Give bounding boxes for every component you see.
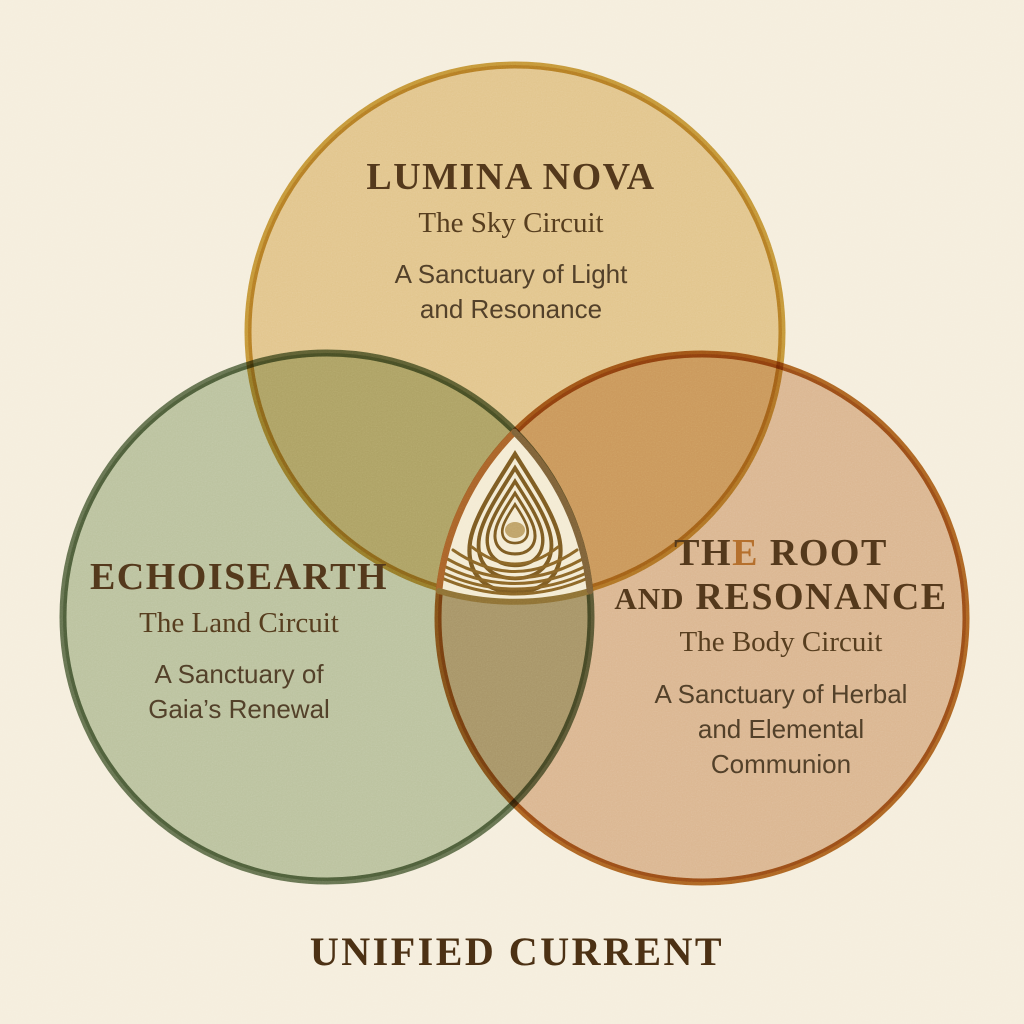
sky-circle-text: LUMINA NOVA The Sky Circuit A Sanctuary … xyxy=(231,156,791,327)
body-title-pre: TH xyxy=(674,532,733,574)
land-title: ECHOISEARTH xyxy=(89,556,389,598)
sky-description: A Sanctuary of Light and Resonance xyxy=(394,258,628,325)
body-title-and: AND xyxy=(614,580,685,616)
footer-title: UNIFIED CURRENT xyxy=(309,929,725,974)
body-subtitle: The Body Circuit xyxy=(679,626,883,659)
body-title-accent-letter: E xyxy=(732,532,759,574)
body-title-resonance: RESONANCE xyxy=(695,575,948,618)
body-title-post: ROOT xyxy=(758,532,888,574)
sky-title: LUMINA NOVA xyxy=(366,156,656,198)
land-subtitle: The Land Circuit xyxy=(139,606,339,639)
body-description: A Sanctuary of Herbal and Elemental Comm… xyxy=(654,678,908,779)
sky-subtitle: The Sky Circuit xyxy=(418,206,604,239)
body-circle-text: THE ROOT AND RESONANCE The Body Circuit … xyxy=(501,532,1024,782)
land-circle-text: ECHOISEARTH The Land Circuit A Sanctuary… xyxy=(29,556,449,727)
body-title-line1: THE ROOT xyxy=(501,532,1024,576)
body-title-line2: AND RESONANCE xyxy=(501,576,1024,620)
land-description: A Sanctuary of Gaia’s Renewal xyxy=(148,658,330,725)
